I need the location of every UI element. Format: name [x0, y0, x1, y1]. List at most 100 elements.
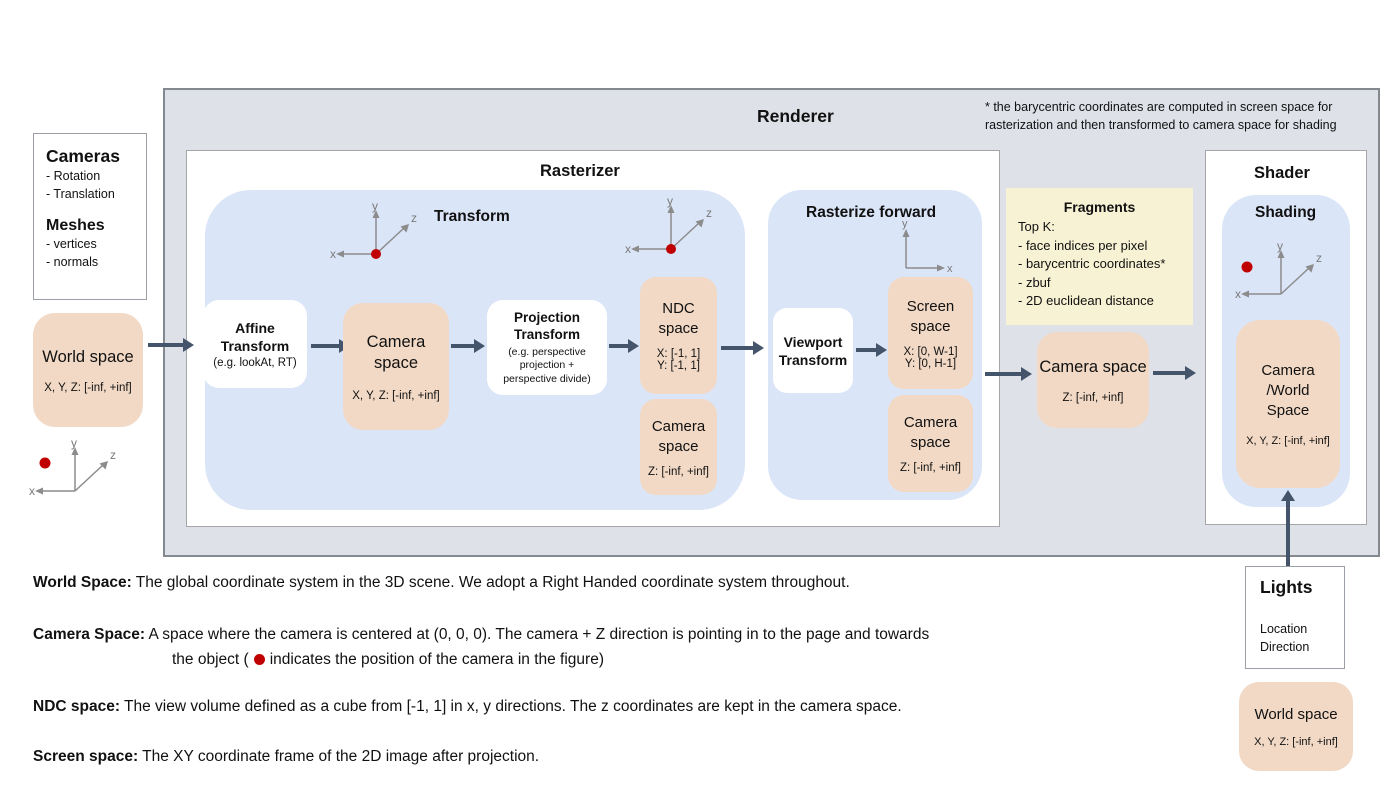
screen-space-box: Screen space X: [0, W-1] Y: [0, H-1] [888, 277, 973, 389]
axes-arrowheads [336, 210, 409, 258]
definition-text: The view volume defined as a cube from [… [124, 698, 902, 715]
axis-label-z: z [110, 448, 116, 462]
axes-lines [638, 212, 700, 250]
camera-position-dot [666, 244, 676, 254]
axis-label-y: y [71, 437, 77, 450]
affine-transform-box: Affine Transform (e.g. lookAt, RT) [203, 300, 307, 388]
world-space-title: World space [42, 347, 134, 366]
camera-world-space-title: Camera /World Space [1261, 362, 1315, 419]
lights-item: Direction [1260, 640, 1310, 654]
flow-arrow [148, 343, 184, 347]
rasterize-forward-title: Rasterize forward [806, 204, 937, 221]
camera-world-space-box: Camera /World Space X, Y, Z: [-inf, +inf… [1236, 320, 1340, 488]
axis-label-y: y [667, 195, 673, 208]
axes-lines [905, 236, 938, 269]
fragments-title: Fragments [1063, 199, 1136, 215]
fragments-line: Top K: [1018, 219, 1055, 234]
viewport-transform-title: Viewport Transform [778, 333, 848, 368]
axes-lines [343, 217, 405, 255]
world-space-range: X, Y, Z: [-inf, +inf] [1254, 736, 1338, 748]
camera-space-title: Camera space [651, 417, 706, 455]
ndc-space-title: NDC space [658, 300, 699, 337]
definition-text: the object ( [172, 651, 249, 668]
camera-position-dot [253, 654, 265, 665]
axes-arrowheads [1241, 250, 1314, 298]
world-space-title: World space [1254, 706, 1338, 723]
flow-arrow [721, 346, 754, 350]
axes-arrowheads [35, 447, 108, 495]
axes-3d-camera-offset-icon: y z x [29, 437, 116, 498]
camera-space-range: X, Y, Z: [-inf, +inf] [352, 389, 440, 402]
definition-text: The XY coordinate frame of the 2D image … [142, 748, 540, 765]
ndc-space-box: NDC space X: [-1, 1] Y: [-1, 1] [640, 277, 717, 394]
axis-label-y: y [372, 200, 378, 213]
axis-label-x: x [330, 247, 336, 261]
affine-transform-subtitle: (e.g. lookAt, RT) [213, 357, 297, 369]
definition-term: World Space: [33, 574, 132, 591]
axis-label-y: y [1277, 240, 1283, 253]
axes-lines [1248, 257, 1310, 295]
definition-text: indicates the position of the camera in … [269, 651, 604, 668]
definition-camera-space: Camera Space: A space where the camera i… [33, 622, 1143, 672]
camera-space-box-mid: Camera space Z: [-inf, +inf] [1037, 332, 1149, 428]
screen-space-title: Screen space [906, 297, 955, 335]
screen-range-y: Y: [0, H-1] [904, 357, 957, 370]
camera-space-box-transform: Camera space X, Y, Z: [-inf, +inf] [343, 303, 449, 430]
camera-space-range: Z: [-inf, +inf] [647, 465, 710, 478]
camera-position-dot [1241, 261, 1253, 273]
meshes-item: - vertices [46, 237, 97, 251]
world-space-range: X, Y, Z: [-inf, +inf] [44, 381, 132, 394]
definition-ndc-space: NDC space: The view volume defined as a … [33, 697, 1143, 717]
flow-arrow [985, 372, 1022, 376]
camera-position-dot [39, 457, 51, 469]
axis-label-x: x [947, 263, 953, 275]
fragments-line: - 2D euclidean distance [1018, 293, 1154, 308]
camera-space-range: Z: [-inf, +inf] [1062, 391, 1124, 404]
axes-arrowheads [631, 205, 704, 253]
flow-arrow [609, 344, 629, 348]
definition-term: Camera Space: [33, 626, 146, 643]
ndc-range-y: Y: [-1, 1] [657, 360, 700, 372]
camera-space-box-screen: Camera space Z: [-inf, +inf] [888, 395, 973, 492]
axes-3d-camera-origin-icon: y z x [625, 195, 712, 256]
camera-space-title: Camera space [903, 414, 958, 451]
axes-arrowheads [902, 229, 945, 272]
flow-arrow [856, 348, 877, 352]
world-space-box-lights: World space X, Y, Z: [-inf, +inf] [1239, 682, 1353, 771]
definition-term: Screen space: [33, 748, 139, 765]
definition-term: NDC space: [33, 698, 120, 715]
axis-label-y: y [902, 218, 908, 230]
axes-lines [42, 454, 104, 492]
camera-space-title: Camera space [1039, 357, 1147, 376]
camera-world-space-range: X, Y, Z: [-inf, +inf] [1246, 435, 1330, 447]
axis-label-z: z [706, 206, 712, 220]
axis-label-z: z [1316, 251, 1322, 265]
fragments-line: - barycentric coordinates* [1018, 256, 1166, 271]
definition-text: The global coordinate system in the 3D s… [135, 574, 850, 591]
projection-transform-title: Projection Transform [513, 309, 581, 342]
flow-arrow [1153, 371, 1186, 375]
ndc-range-x: X: [-1, 1] [656, 348, 701, 360]
flow-arrow [451, 344, 475, 348]
screen-range-x: X: [0, W-1] [903, 345, 958, 358]
meshes-title: Meshes [46, 217, 105, 234]
fragments-line: - face indices per pixel [1018, 237, 1148, 253]
camera-space-range: Z: [-inf, +inf] [899, 462, 962, 474]
cameras-item: - Translation [46, 187, 115, 201]
fragments-box: Fragments Top K: - face indices per pixe… [1006, 188, 1193, 325]
transform-title: Transform [434, 208, 510, 225]
camera-position-dot [371, 249, 381, 259]
axis-label-x: x [29, 484, 35, 498]
cameras-item: - Rotation [46, 169, 101, 183]
renderer-title: Renderer [757, 106, 834, 126]
axis-label-x: x [1235, 287, 1241, 301]
projection-transform-subtitle: (e.g. perspective projection + perspecti… [503, 345, 591, 385]
cameras-meshes-box: Cameras - Rotation - Translation Meshes … [33, 133, 147, 300]
definition-screen-space: Screen space: The XY coordinate frame of… [33, 747, 1143, 767]
viewport-transform-box: Viewport Transform [773, 308, 853, 393]
affine-transform-title: Affine Transform [220, 320, 290, 354]
axis-label-z: z [411, 211, 417, 225]
cameras-title: Cameras [46, 146, 120, 166]
lights-title: Lights [1260, 577, 1313, 597]
